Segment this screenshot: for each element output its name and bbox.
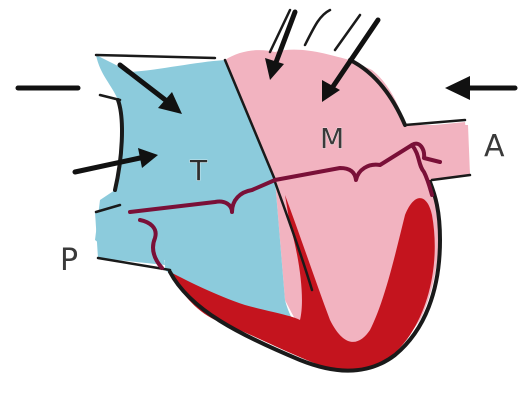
label-tricuspid: T — [189, 154, 208, 187]
vena-cava-line-upper — [96, 55, 215, 58]
arrow-right-horizontal — [445, 76, 515, 100]
label-aortic: A — [484, 129, 505, 164]
pulmonary-vein-right — [335, 15, 360, 50]
label-pulmonary: P — [60, 243, 78, 278]
label-mitral: M — [320, 122, 344, 155]
pulmonary-vein-mid — [305, 10, 330, 45]
